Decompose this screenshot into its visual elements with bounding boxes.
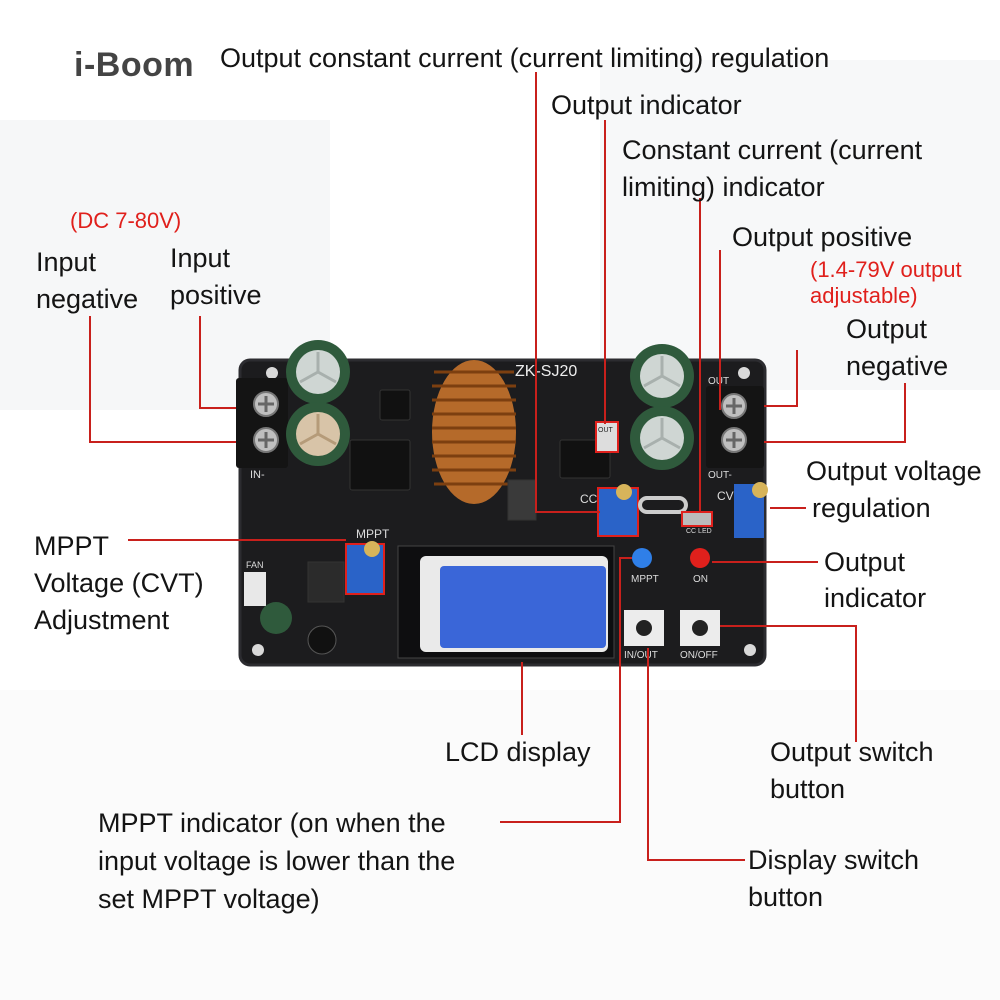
cc-led-marker xyxy=(681,511,713,527)
silk-fan: FAN xyxy=(246,560,264,570)
cv-potentiometer xyxy=(734,482,768,538)
label-output-range-line1: (1.4-79V output xyxy=(810,257,962,282)
label-lcd-display: LCD display xyxy=(445,737,591,767)
input-terminal xyxy=(236,378,288,468)
label-display-switch-line1: Display switch xyxy=(748,845,920,875)
out-led-marker xyxy=(595,421,619,453)
small-capacitor xyxy=(260,602,292,634)
label-dc-range: (DC 7-80V) xyxy=(70,208,182,233)
silk-btn-inout: IN/OUT xyxy=(624,650,658,661)
output-terminal xyxy=(706,386,764,468)
silk-out-bottom: OUT- xyxy=(708,470,732,481)
silk-btn-onoff: ON/OFF xyxy=(680,650,718,661)
label-input-negative-line1: Input xyxy=(36,247,97,277)
label-mppt-adjust-line1: MPPT xyxy=(34,531,110,561)
label-mppt-indicator-line3: set MPPT voltage) xyxy=(98,884,320,914)
label-mppt-adjust-line2: Voltage (CVT) xyxy=(34,568,204,598)
mppt-potentiometer xyxy=(345,541,385,595)
leader-lines xyxy=(89,72,906,861)
label-input-positive-line1: Input xyxy=(170,243,231,273)
label-output-switch-line2: button xyxy=(770,774,846,804)
silk-out-led: OUT xyxy=(598,427,614,434)
output-capacitors xyxy=(630,344,694,470)
silk-cc-led: CC LED xyxy=(686,528,712,535)
label-display-switch-line2: button xyxy=(748,882,824,912)
silk-mppt: MPPT xyxy=(356,527,390,541)
jumper-wire xyxy=(638,496,688,514)
label-output-switch-line1: Output switch xyxy=(770,737,934,767)
brand-logo: i-Boom xyxy=(36,38,226,102)
label-output-range-line2: adjustable) xyxy=(810,283,918,308)
label-output-negative-line2: negative xyxy=(846,351,949,381)
silk-out-top: OUT xyxy=(708,376,729,387)
label-output-positive: Output positive xyxy=(732,222,913,252)
display-switch-button-graphic xyxy=(624,610,664,646)
toroid-inductor xyxy=(432,360,516,504)
background-shapes xyxy=(0,60,1000,1000)
label-cc-regulation: Output constant current (current limitin… xyxy=(220,43,830,73)
brand-name: i-Boom xyxy=(74,46,195,84)
lcd-module xyxy=(397,545,615,659)
label-mppt-adjust-line3: Adjustment xyxy=(34,605,170,635)
cc-potentiometer xyxy=(597,484,639,537)
label-output-negative-line1: Output xyxy=(846,314,928,344)
label-voltage-regulation-line1: Output voltage xyxy=(806,456,982,486)
power-components xyxy=(307,389,611,603)
label-input-positive-line2: positive xyxy=(170,280,262,310)
label-output-indicator-top: Output indicator xyxy=(551,90,742,120)
on-led xyxy=(690,548,710,568)
label-mppt-indicator-line1: MPPT indicator (on when the xyxy=(98,808,446,838)
silk-led-mppt: MPPT xyxy=(631,574,659,585)
label-output-indicator-right-line2: indicator xyxy=(824,583,927,613)
fan-connector xyxy=(244,572,266,606)
silk-cc: CC xyxy=(580,492,598,506)
input-capacitors xyxy=(286,340,350,466)
label-mppt-indicator-line2: input voltage is lower than the xyxy=(98,846,456,876)
silk-cv: CV xyxy=(717,489,734,503)
label-input-negative-line2: negative xyxy=(36,284,139,314)
label-cc-indicator-line1: Constant current (current xyxy=(622,135,923,165)
label-output-indicator-right-line1: Output xyxy=(824,547,906,577)
silk-in: IN- xyxy=(250,469,265,481)
label-voltage-regulation-line2: regulation xyxy=(812,493,931,523)
output-switch-button-graphic xyxy=(680,610,720,646)
board-model: ZK-SJ20 xyxy=(515,363,577,380)
label-cc-indicator-line2: limiting) indicator xyxy=(622,172,825,202)
mppt-led xyxy=(632,548,652,568)
silk-led-on: ON xyxy=(693,574,708,585)
small-inductor xyxy=(307,625,337,655)
